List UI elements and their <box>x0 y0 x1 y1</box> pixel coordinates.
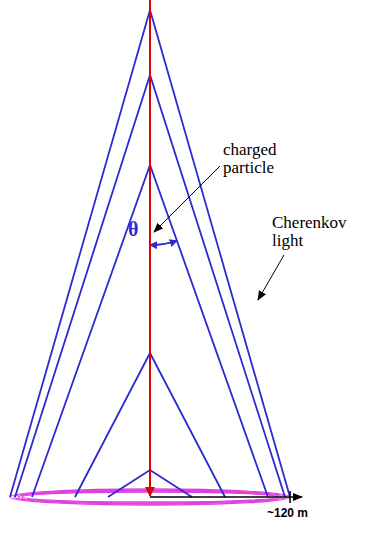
angle-label: θ <box>128 218 138 241</box>
scale-tick <box>289 491 291 503</box>
particle-label: charged particle <box>223 141 277 177</box>
particle-track <box>149 0 151 496</box>
light-label: Cherenkov light <box>272 214 347 250</box>
angle-arc <box>150 241 177 245</box>
dimension-label: ~120 m <box>266 506 309 520</box>
scale-arrow <box>150 496 302 498</box>
leader-line <box>154 166 220 232</box>
leader-line <box>258 255 284 300</box>
